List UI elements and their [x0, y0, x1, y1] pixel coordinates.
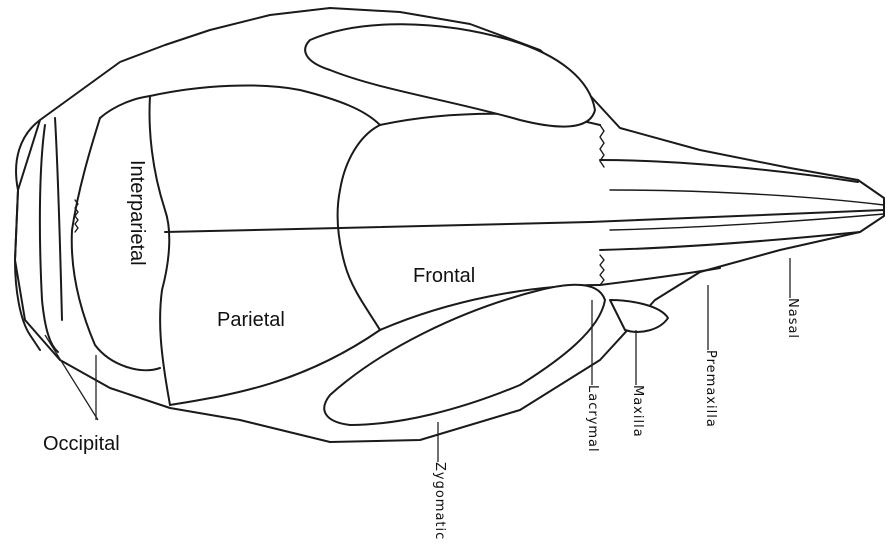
nasal-label: Nasal: [785, 298, 800, 339]
interparietal-label: Interparietal: [125, 160, 148, 266]
frontal-label: Frontal: [413, 265, 475, 288]
occipital-label: Occipital: [43, 433, 120, 456]
zygomatic-label: Zygomatic: [432, 462, 447, 540]
premaxilla-label: Premaxilla: [703, 350, 718, 428]
maxilla-label: Maxilla: [630, 385, 645, 438]
lacrymal-label: Lacrymal: [585, 385, 600, 453]
parietal-label: Parietal: [217, 309, 285, 332]
